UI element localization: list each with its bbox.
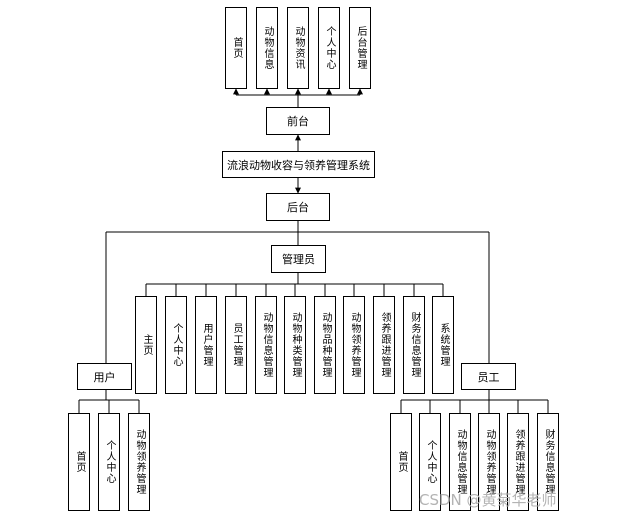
staff-module-adoption-followup-management: 领养跟进管理: [507, 413, 529, 511]
user-module-personal-center: 个人中心: [98, 413, 120, 511]
staff-node: 员工: [461, 363, 516, 390]
admin-module-adoption-followup-management: 领养跟进管理: [373, 296, 395, 394]
system-title: 流浪动物收容与领养管理系统: [222, 151, 375, 178]
front-module-animal-info: 动物信息: [256, 7, 278, 89]
front-module-home: 首页: [225, 7, 247, 89]
staff-module-animal-info-management: 动物信息管理: [449, 413, 471, 511]
staff-module-finance-management: 财务信息管理: [537, 413, 559, 511]
front-module-backend-admin: 后台管理: [349, 7, 371, 89]
admin-module-staff-management: 员工管理: [225, 296, 247, 394]
front-module-personal-center: 个人中心: [318, 7, 340, 89]
admin-module-finance-management: 财务信息管理: [403, 296, 425, 394]
admin-module-animal-info-management: 动物信息管理: [255, 296, 277, 394]
user-node: 用户: [77, 363, 132, 390]
user-module-home: 首页: [68, 413, 90, 511]
admin-module-personal-center: 个人中心: [165, 296, 187, 394]
admin-module-user-management: 用户管理: [195, 296, 217, 394]
user-module-animal-adoption-management: 动物领养管理: [128, 413, 150, 511]
admin-module-animal-breed-management: 动物品种管理: [314, 296, 336, 394]
watermark: CSDN @黄菊华老师: [419, 491, 557, 509]
admin-module-home: 主页: [135, 296, 157, 394]
back-node: 后台: [266, 193, 330, 221]
staff-module-personal-center: 个人中心: [419, 413, 441, 511]
admin-module-system-management: 系统管理: [432, 296, 454, 394]
admin-module-animal-category-management: 动物种类管理: [284, 296, 306, 394]
admin-node: 管理员: [271, 245, 326, 273]
staff-module-animal-adoption-management: 动物领养管理: [478, 413, 500, 511]
admin-module-animal-adoption-management: 动物领养管理: [343, 296, 365, 394]
front-node: 前台: [266, 107, 330, 135]
front-module-animal-news: 动物资讯: [287, 7, 309, 89]
staff-module-home: 首页: [390, 413, 412, 511]
